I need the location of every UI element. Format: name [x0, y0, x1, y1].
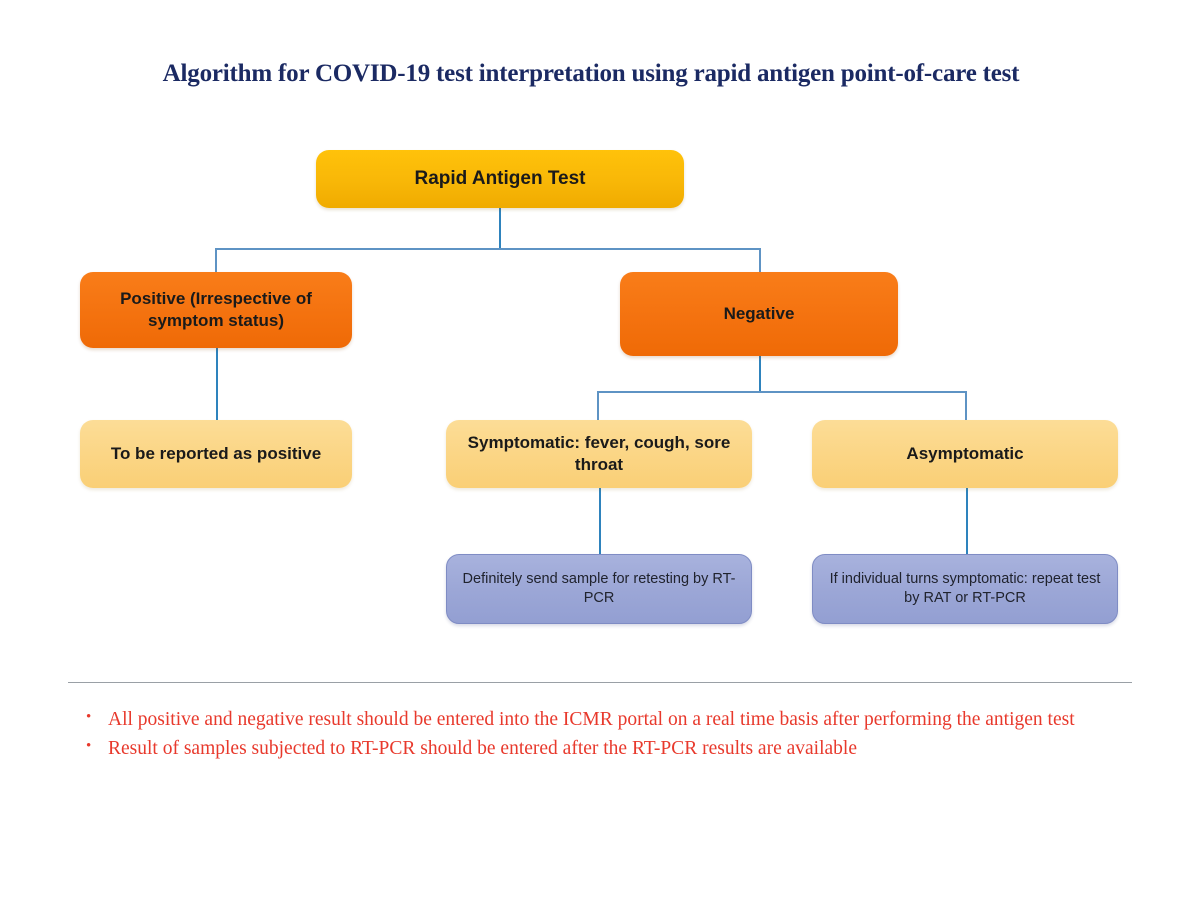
connector-root-down	[499, 207, 501, 249]
node-repeat-rat-rtpcr[interactable]: If individual turns symptomatic: repeat …	[812, 554, 1118, 624]
connector-positive-to-report	[216, 348, 218, 420]
connector-to-asymptomatic	[965, 391, 967, 420]
connector-negative-split-bar	[597, 391, 967, 393]
note-item-1: • All positive and negative result shoul…	[86, 706, 1122, 734]
node-symptomatic[interactable]: Symptomatic: fever, cough, sore throat	[446, 420, 752, 488]
page-title: Algorithm for COVID-19 test interpretati…	[162, 60, 1020, 87]
node-report-positive[interactable]: To be reported as positive	[80, 420, 352, 488]
node-asymptomatic[interactable]: Asymptomatic	[812, 420, 1118, 488]
note-text-1: All positive and negative result should …	[108, 709, 1075, 730]
connector-symptomatic-to-retest	[599, 488, 601, 554]
note-item-2: • Result of samples subjected to RT-PCR …	[86, 735, 1122, 763]
notes-list: • All positive and negative result shoul…	[86, 706, 1122, 763]
connector-negative-down	[759, 356, 761, 392]
connector-to-negative	[759, 248, 761, 272]
node-rapid-antigen-test[interactable]: Rapid Antigen Test	[316, 150, 684, 208]
connector-to-symptomatic	[597, 391, 599, 420]
node-retest-rtpcr[interactable]: Definitely send sample for retesting by …	[446, 554, 752, 624]
connector-root-split-bar	[215, 248, 761, 250]
connector-asymptomatic-to-repeat	[966, 488, 968, 554]
node-positive[interactable]: Positive (Irrespective of symptom status…	[80, 272, 352, 348]
bullet-icon: •	[86, 709, 92, 725]
bullet-icon: •	[86, 737, 92, 754]
section-divider	[68, 682, 1132, 683]
node-negative[interactable]: Negative	[620, 272, 898, 356]
connector-to-positive	[215, 248, 217, 272]
note-text-2: Result of samples subjected to RT-PCR sh…	[108, 737, 857, 759]
